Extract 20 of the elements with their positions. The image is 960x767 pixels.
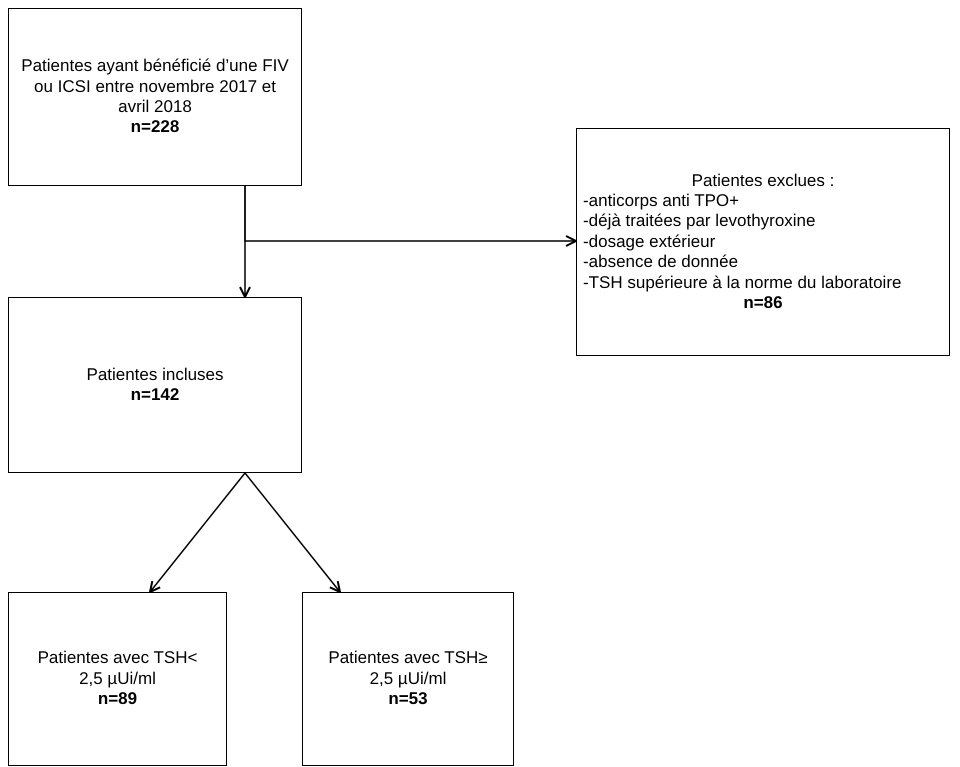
count-text: n=142	[130, 385, 180, 406]
list-item: -TSH supérieure à la norme du laboratoire	[583, 272, 902, 293]
count-text: n=89	[98, 689, 138, 710]
count-text: n=53	[388, 689, 428, 710]
group-box	[8, 592, 227, 766]
box-text: Patientes exclues :	[690, 170, 836, 192]
list-item: -anticorps anti TPO+	[583, 191, 740, 212]
box-text: Patientes incluses	[86, 364, 224, 385]
exclusion-box	[576, 128, 950, 356]
arrow	[149, 472, 246, 593]
process-box	[8, 8, 302, 186]
count-text: n=86	[742, 292, 784, 314]
group-box	[302, 592, 514, 766]
list-item: -déjà traitées par levothyroxine	[583, 211, 816, 232]
list-item: -absence de donnée	[583, 252, 740, 273]
count-text: n=228	[130, 117, 180, 138]
process-box	[8, 297, 302, 473]
list-item: -dosage extérieur	[583, 232, 716, 252]
arrow	[244, 472, 341, 593]
arrow	[244, 186, 577, 247]
